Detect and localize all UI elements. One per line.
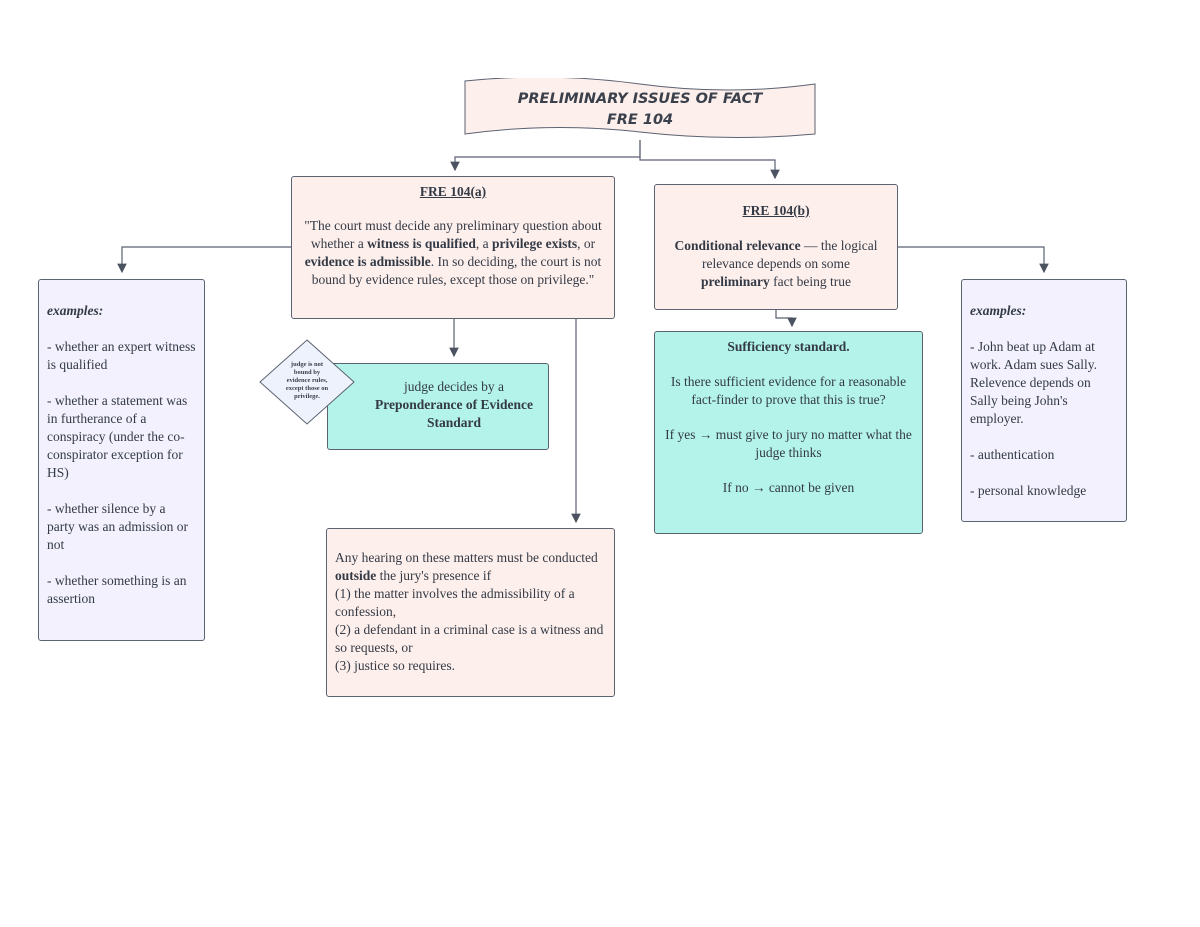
examples-left-item: - whether silence by a party was an admi… [47, 501, 188, 552]
sufficiency-box: Sufficiency standard. Is there sufficien… [654, 331, 923, 534]
sufficiency-yes: If yes → must give to jury no matter wha… [665, 427, 912, 460]
preponderance-lead: judge decides by a [403, 379, 505, 394]
hearing-box: Any hearing on these matters must be con… [326, 528, 615, 697]
hearing-item: (2) a defendant in a criminal case is a … [335, 622, 604, 655]
sufficiency-question: Is there sufficient evidence for a reaso… [670, 374, 907, 407]
fre-104b-heading: FRE 104(b) [742, 203, 810, 218]
connector-104b-to-examples [897, 246, 1049, 274]
examples-right-heading: examples: [970, 303, 1027, 318]
examples-left-box: examples: - whether an expert witness is… [38, 279, 205, 641]
title-line-2: FRE 104 [606, 112, 674, 128]
connector-title-to-104b [639, 140, 780, 180]
hearing-item: (3) justice so requires. [335, 658, 455, 673]
title-line-1: PRELIMINARY ISSUES OF FACT [517, 91, 763, 107]
examples-left-heading: examples: [47, 303, 104, 318]
judge-diamond-text: judge is not bound by evidence rules, ex… [285, 361, 329, 400]
hearing-lead: Any hearing on these matters must be con… [335, 550, 598, 583]
sufficiency-heading: Sufficiency standard. [727, 339, 850, 354]
examples-right-box: examples: - John beat up Adam at work. A… [961, 279, 1127, 522]
examples-left-item: - whether a statement was in furtherance… [47, 393, 188, 480]
fre-104b-description: Conditional relevance — the logical rele… [674, 238, 878, 289]
fre-104a-box: FRE 104(a) "The court must decide any pr… [291, 176, 615, 319]
hearing-item: (1) the matter involves the admissibilit… [335, 586, 575, 619]
examples-left-item: - whether something is an assertion [47, 573, 187, 606]
fre-104b-box: FRE 104(b) Conditional relevance — the l… [654, 184, 898, 310]
examples-right-item: - personal knowledge [970, 483, 1087, 498]
examples-right-item: - John beat up Adam at work. Adam sues S… [970, 339, 1097, 426]
connector-104b-to-sufficiency [775, 310, 797, 328]
title-banner: PRELIMINARY ISSUES OF FACT FRE 104 [464, 89, 816, 131]
examples-right-item: - authentication [970, 447, 1055, 462]
preponderance-standard: Preponderance of Evidence Standard [375, 397, 533, 430]
preponderance-box: judge decides by a Preponderance of Evid… [327, 363, 549, 450]
examples-left-item: - whether an expert witness is qualified [47, 339, 196, 372]
sufficiency-no: If no → cannot be given [722, 480, 855, 495]
judge-diamond-shape [259, 339, 355, 425]
connector-title-to-104a [450, 140, 641, 172]
title-banner-shape [464, 78, 816, 139]
fre-104a-quote: "The court must decide any preliminary q… [304, 218, 602, 287]
connector-104a-to-examples [117, 246, 292, 274]
fre-104a-heading: FRE 104(a) [419, 184, 487, 199]
